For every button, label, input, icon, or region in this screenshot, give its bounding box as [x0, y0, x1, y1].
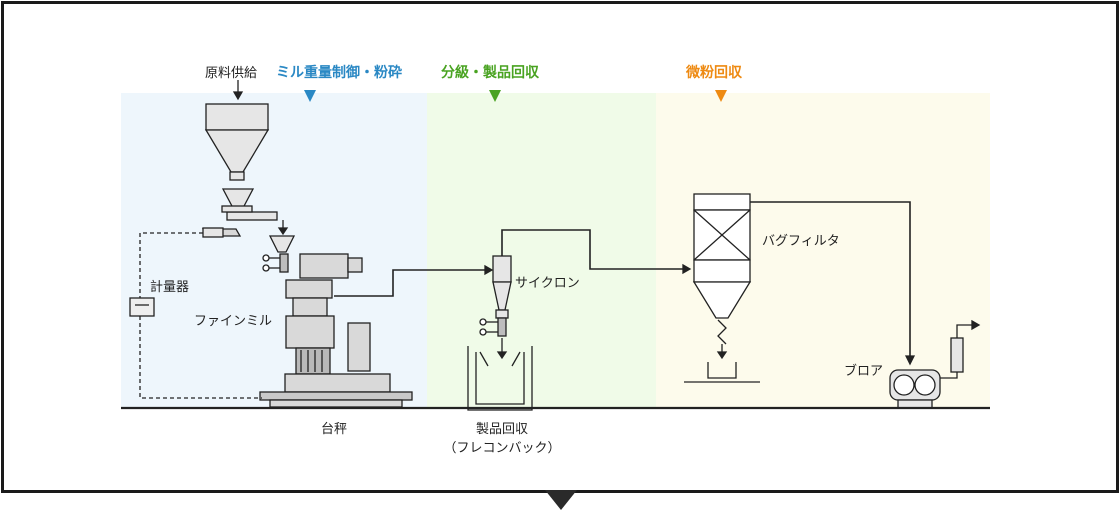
- weighing-signal-line: [139, 232, 262, 399]
- classify-marker-icon: [489, 90, 501, 102]
- cyclone-valves: [479, 317, 507, 337]
- fine-mill-label: ファインミル: [194, 314, 273, 329]
- feed-hopper: [201, 103, 278, 238]
- product-label-line1: 製品回収: [475, 422, 528, 437]
- pipe-bagfilter-blower: [750, 201, 911, 360]
- classify-zone: [427, 93, 656, 408]
- cyclone-label: サイクロン: [515, 276, 580, 291]
- product-label: 製品回収 （フレコンバック）: [440, 418, 564, 456]
- blower-label: ブロア: [844, 364, 884, 379]
- meter-label: 計量器: [150, 280, 190, 295]
- bag-filter-label: バグフィルタ: [762, 234, 840, 249]
- feed-arrow-icon: [232, 91, 244, 101]
- fine-mill: [259, 253, 413, 408]
- mill-zone: [121, 93, 427, 408]
- bag-filter: [692, 193, 752, 345]
- blower-exhaust-pipe: [956, 324, 976, 338]
- mill-funnel: [268, 235, 296, 253]
- mill-valves: [262, 253, 289, 273]
- fine-section-title: 微粉回収: [686, 65, 742, 81]
- pipe-cyclone-bagfilter: [501, 229, 688, 270]
- flexible-container: [467, 346, 533, 411]
- product-label-line2: （フレコンバック）: [443, 441, 561, 456]
- weighing-meter: [129, 297, 155, 317]
- chevron-down-icon: [545, 490, 577, 510]
- scale-label: 台秤: [321, 422, 348, 437]
- feed-label: 原料供給: [205, 66, 258, 81]
- blower: [889, 337, 964, 409]
- classify-section-title: 分級・製品回収: [441, 65, 539, 81]
- mill-marker-icon: [304, 90, 316, 102]
- fine-marker-icon: [715, 90, 727, 102]
- bag-filter-bin: [707, 362, 737, 379]
- cyclone: [492, 255, 512, 319]
- pipe-mill-cyclone: [334, 269, 490, 297]
- mill-section-title: ミル重量制御・粉砕: [276, 65, 402, 81]
